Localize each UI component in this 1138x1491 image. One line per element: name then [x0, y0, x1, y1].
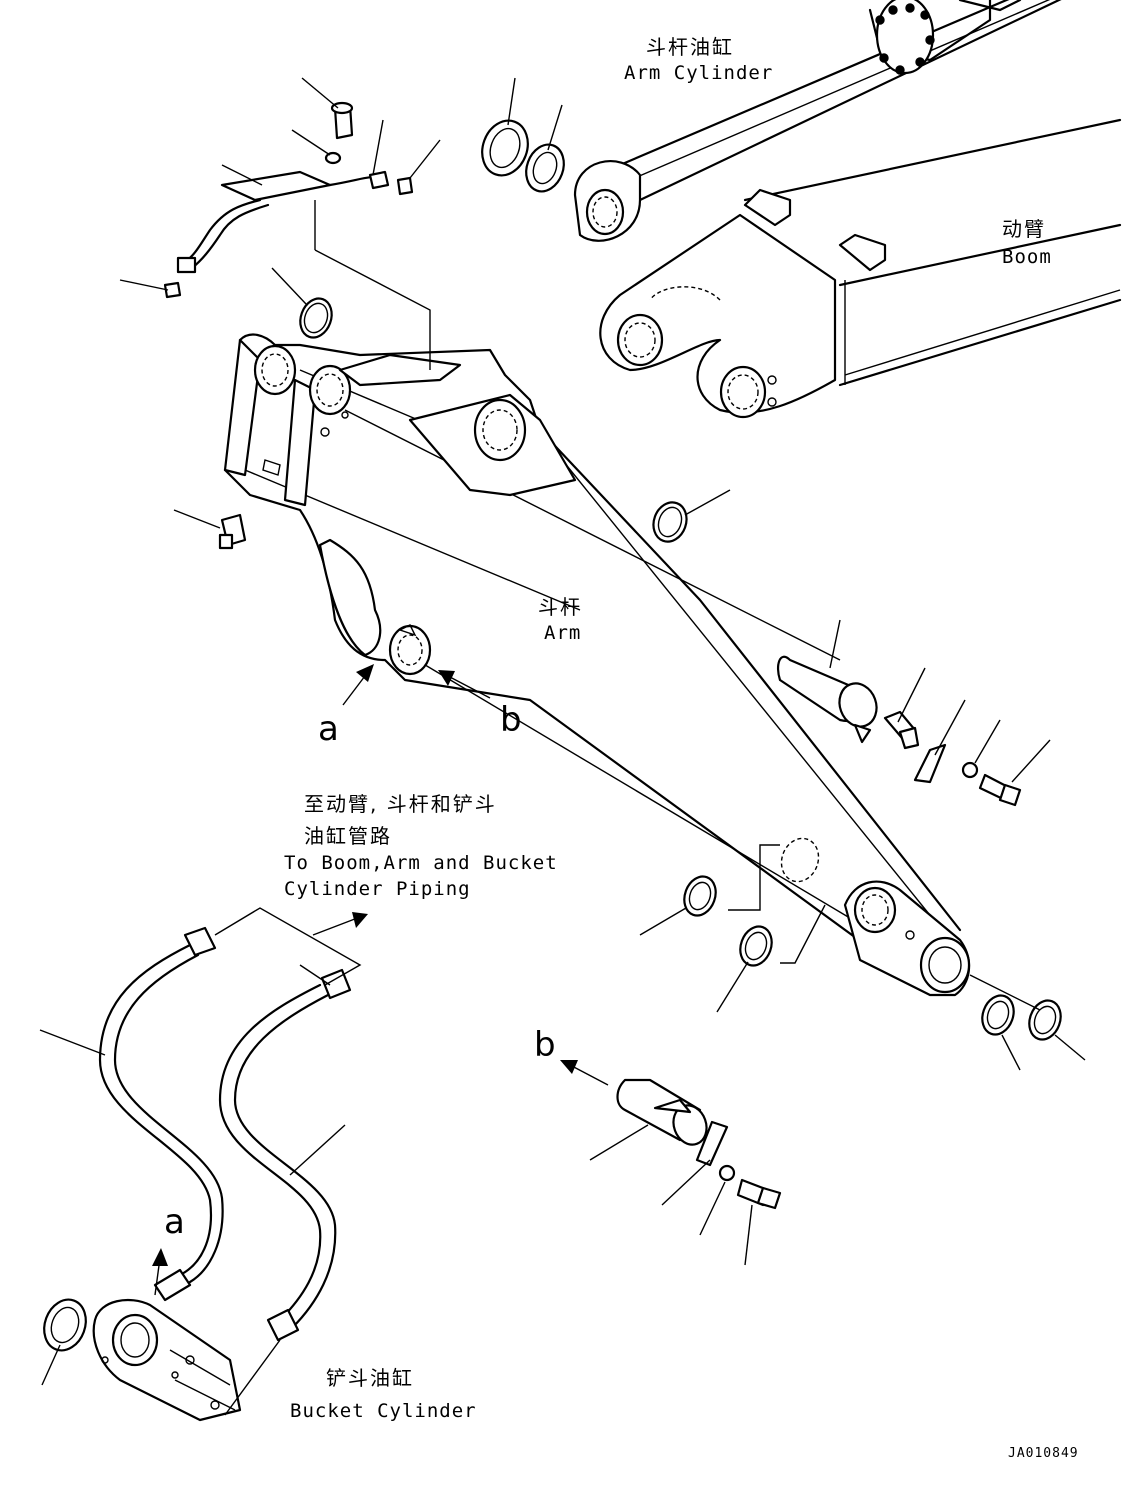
bucket-pin-assembly — [616, 1078, 782, 1210]
grease-nipple-left — [218, 513, 247, 550]
boom — [599, 118, 1122, 419]
marker-a-hose: a — [164, 1202, 185, 1242]
shim-pair-top — [481, 77, 565, 193]
arm-label-en: Arm — [544, 622, 582, 644]
bucket-cylinder-label-en: Bucket Cylinder — [290, 1400, 477, 1422]
marker-a-main: a — [318, 709, 339, 749]
grease-line-assembly — [163, 101, 431, 370]
piping-label-zh-2: 油缸管路 — [304, 824, 392, 848]
o-ring-mid — [652, 501, 688, 543]
arm-pin-assembly — [776, 655, 1022, 807]
bucket-cylinder-label-zh: 铲斗油缸 — [326, 1366, 414, 1390]
marker-b-pin: b — [534, 1025, 556, 1065]
boom-label-zh: 动臂 — [1002, 217, 1046, 241]
arm-label-zh: 斗杆 — [538, 595, 582, 619]
bucket-cylinder — [43, 1298, 242, 1422]
arm-cylinder-label-en: Arm Cylinder — [624, 62, 774, 84]
arm — [223, 333, 971, 997]
shim-arm-tip — [683, 844, 1062, 1041]
arm-cylinder — [573, 0, 1062, 242]
leader-lines — [39, 77, 1086, 1416]
arm-cylinder-label-zh: 斗杆油缸 — [646, 35, 734, 59]
piping-label-zh-1: 至动臂, 斗杆和铲斗 — [304, 792, 497, 816]
piping-label-en-2: Cylinder Piping — [284, 878, 471, 900]
o-ring-upper — [299, 297, 333, 339]
hoses — [98, 907, 362, 1342]
drawing-code: JA010849 — [1008, 1446, 1079, 1461]
boom-label-en: Boom — [1002, 246, 1052, 268]
direction-arrows — [152, 664, 609, 1296]
marker-b-main: b — [500, 700, 522, 740]
piping-label-en-1: To Boom,Arm and Bucket — [284, 852, 558, 874]
